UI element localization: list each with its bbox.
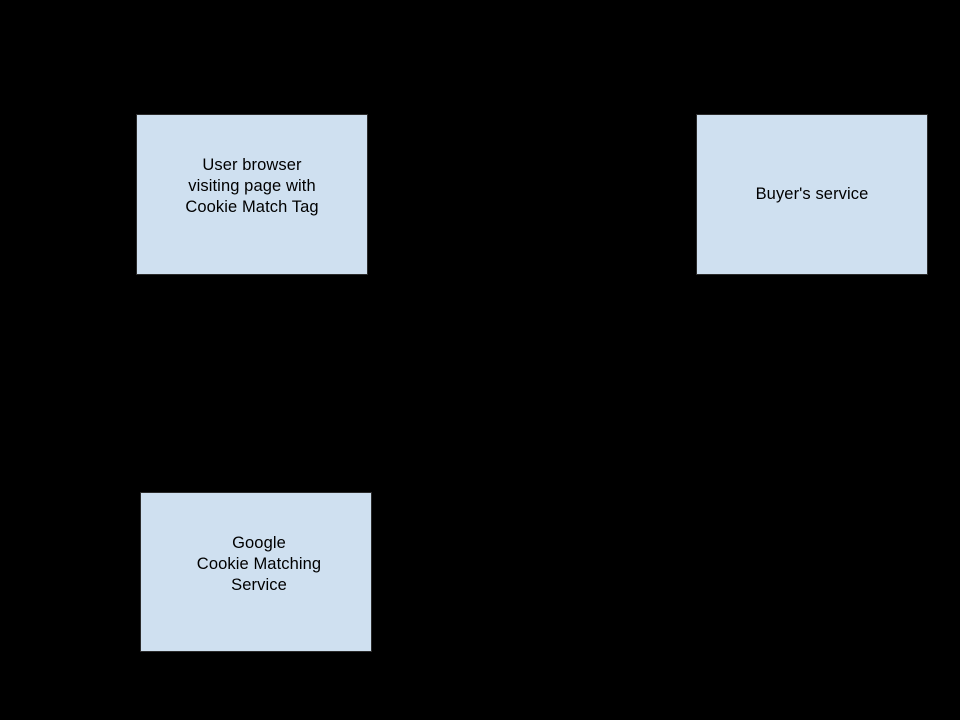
node-user-browser-label: User browser visiting page with Cookie M…	[185, 156, 319, 216]
node-buyers-service-label: Buyer's service	[755, 185, 869, 203]
node-google-cookie-matching-service[interactable]: Google Cookie Matching Service	[140, 492, 372, 652]
node-google-cookie-matching-service-label: Google Cookie Matching Service	[196, 533, 322, 594]
node-buyers-service[interactable]: Buyer's service	[696, 114, 928, 275]
node-user-browser[interactable]: User browser visiting page with Cookie M…	[136, 114, 368, 275]
